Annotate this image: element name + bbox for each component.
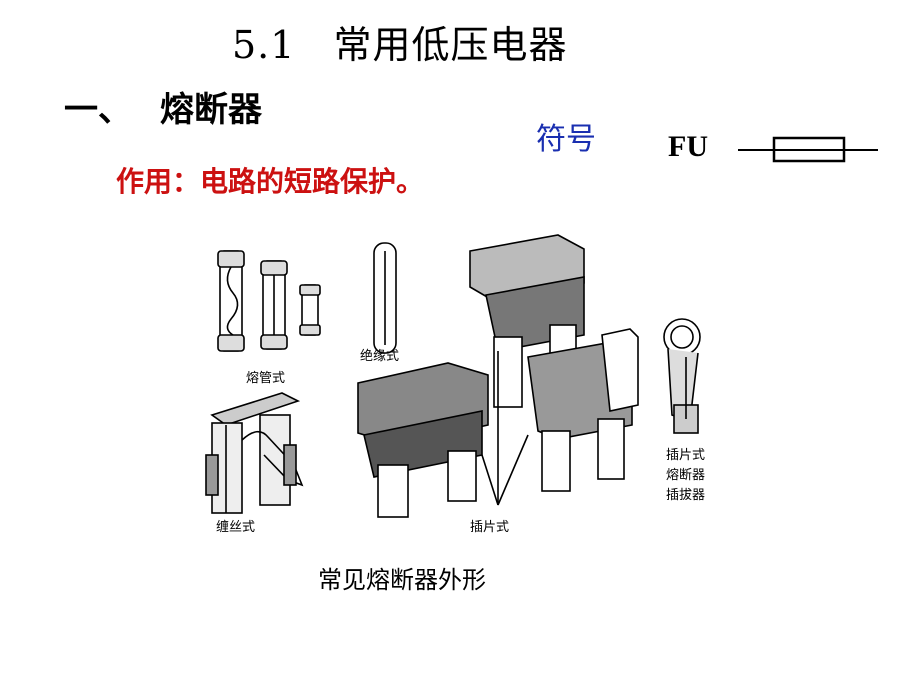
- title-text: 常用低压电器: [333, 23, 568, 67]
- section-mark: 一、: [64, 90, 132, 130]
- symbol-label: 符号: [536, 122, 596, 157]
- blade-fuse-label: 插片式: [470, 520, 509, 535]
- insulated-fuse-icon: [373, 242, 397, 354]
- function-text: 作用：电路的短路保护。: [116, 165, 425, 198]
- title-number: 5.1: [232, 23, 296, 67]
- blade-fuse-icon: [357, 234, 639, 518]
- wire-fuse-icon: [205, 392, 304, 514]
- slide-title: 5.1 常用低压电器: [232, 14, 567, 69]
- section-text: 熔断器: [160, 90, 262, 130]
- puller-label-line1: 插片式: [666, 448, 705, 463]
- tube-fuse-label: 熔管式: [246, 371, 285, 386]
- tube-fuse-icon: [217, 250, 321, 352]
- symbol-code: FU: [668, 130, 708, 163]
- puller-label-line3: 插拔器: [666, 488, 705, 503]
- fuse-puller-icon: [663, 318, 701, 434]
- fuse-symbol-icon: [738, 136, 878, 163]
- section-heading: 一、熔断器: [64, 82, 262, 131]
- wire-fuse-label: 缠丝式: [216, 519, 255, 535]
- fuse-types-figure: 熔管式 绝缘式 缠丝式 插片式: [205, 234, 705, 535]
- figure-caption: 常见熔断器外形: [318, 566, 486, 594]
- insulated-fuse-label: 绝缘式: [360, 348, 399, 364]
- puller-label-line2: 熔断器: [666, 468, 705, 483]
